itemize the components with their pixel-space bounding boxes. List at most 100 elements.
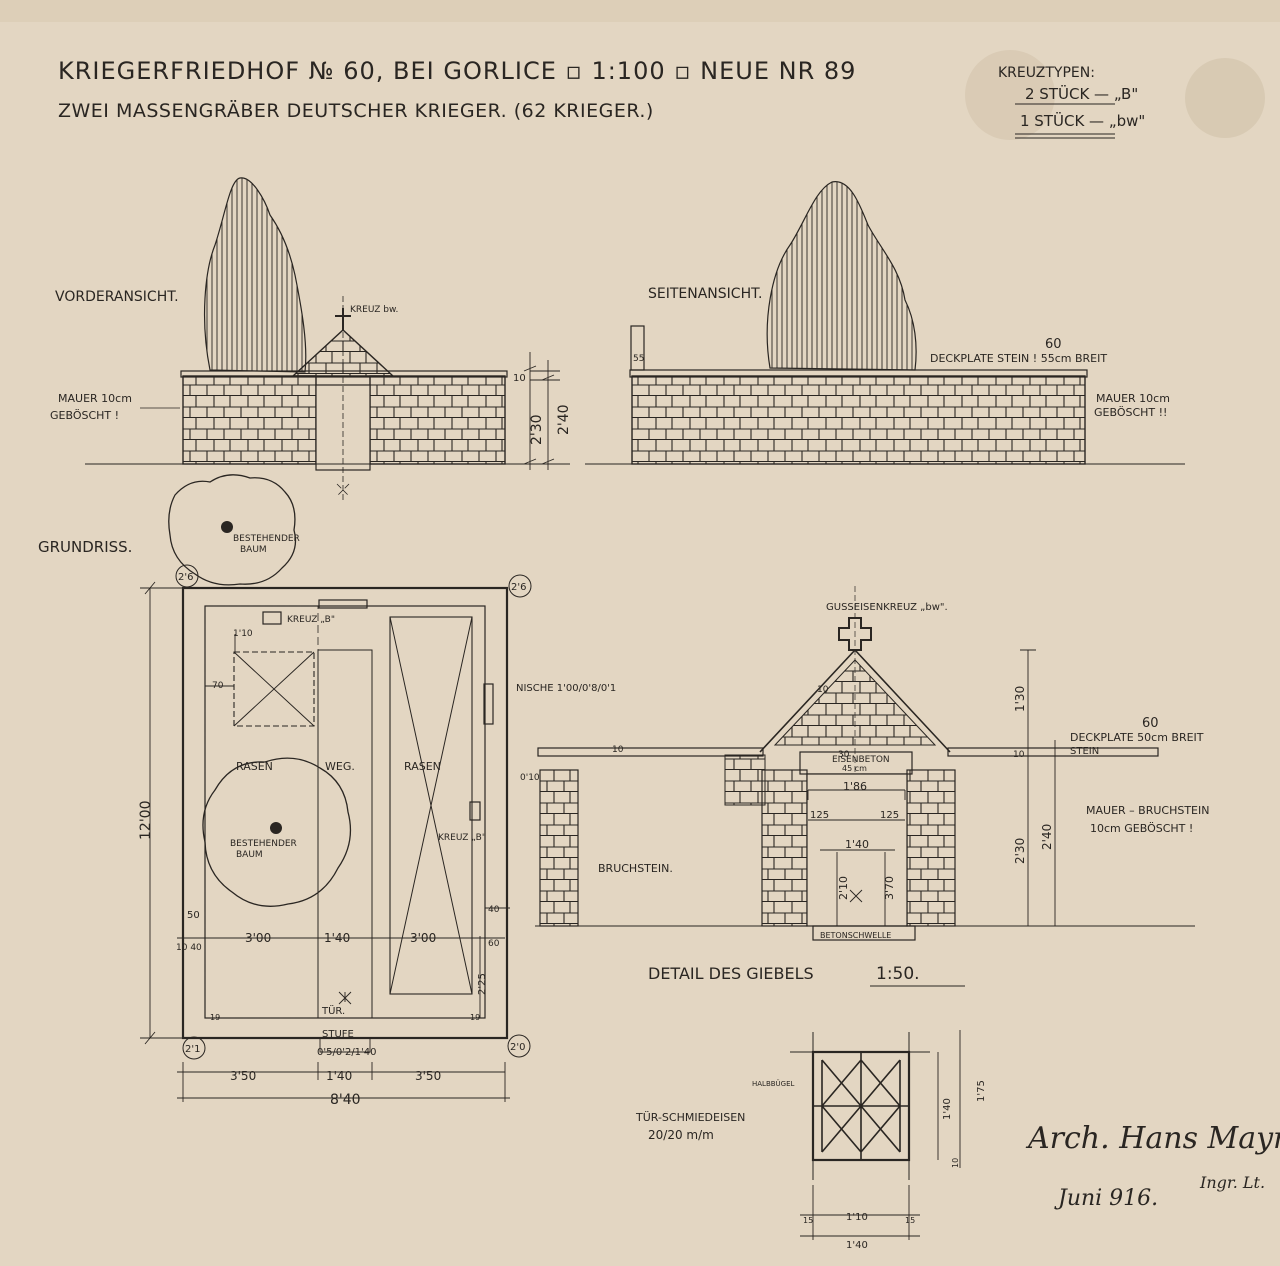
gable-roof xyxy=(759,648,951,753)
gate-dimension-lines xyxy=(800,1030,961,1240)
plan-tree-trunk-top xyxy=(221,521,233,533)
front-view-wall-left xyxy=(182,375,317,465)
plan-grave-left xyxy=(233,651,315,727)
gable-dim-210: 2'10 xyxy=(837,876,850,900)
side-view-wall-cap xyxy=(629,369,1088,378)
gate-bars xyxy=(813,1052,909,1160)
side-view-cap-note-2: DECKPLATE STEIN ! 55cm BREIT xyxy=(930,352,1107,365)
sheet-title: KRIEGERFRIEDHOF № 60, BEI GORLICE ▫ 1:10… xyxy=(58,57,856,85)
gate-hinge-label: HALBBÜGEL xyxy=(752,1079,795,1088)
front-view-wall-note-2: GEBÖSCHT ! xyxy=(50,409,119,422)
gate-dim-15b: 15 xyxy=(905,1216,915,1225)
side-view-dim-55: 55 xyxy=(633,354,644,364)
plan-niche-label: NISCHE 1'00/0'8/0'1 xyxy=(516,683,616,694)
plan-dim-70: 70 xyxy=(212,681,224,691)
gable-beam-label: EISENBETON xyxy=(832,755,890,765)
cross-types-note: KREUZTYPEN: 2 STÜCK — „B" 1 STÜCK — „bw" xyxy=(998,65,1145,139)
gable-sill-label: BETONSCHWELLE xyxy=(820,931,891,940)
plan-kreuz-b-right: KREUZ „B" xyxy=(438,833,486,843)
signature-block: Arch. Hans Mayr Ingr. Lt. Juni 916. xyxy=(1025,1121,1280,1211)
plan-dim-19b: 19 xyxy=(470,1013,480,1022)
plan-path-label: WEG. xyxy=(325,760,355,773)
gable-dim-10b: 10 xyxy=(817,685,829,695)
cross-types-line-2: 1 STÜCK — „bw" xyxy=(1020,111,1145,130)
ground-plan: GRUNDRISS. BESTEHENDER BAUM KREUZ „B" KR… xyxy=(38,474,616,1108)
plan-dim-300a: 3'00 xyxy=(245,931,271,945)
gable-dim-230: 2'30 xyxy=(1013,838,1027,864)
plan-path-lines xyxy=(317,649,373,1018)
side-view-tree xyxy=(766,181,917,371)
plan-grave-right-cross xyxy=(389,616,473,995)
plan-niche xyxy=(483,683,494,725)
plan-tree-label-2b: BAUM xyxy=(236,850,263,860)
gable-dim-370: 3'70 xyxy=(883,876,896,900)
cross-types-underline xyxy=(1015,103,1115,139)
plan-corner-br-marker xyxy=(507,1034,531,1058)
stain xyxy=(965,50,1055,140)
gate-posts xyxy=(790,1032,930,1180)
signature-rank: Ingr. Lt. xyxy=(1199,1173,1265,1192)
gate-detail: TÜR-SCHMIEDEISEN 20/20 m/m HALBBÜGEL 1'4… xyxy=(635,1030,987,1251)
plan-corner-tr-marker xyxy=(508,574,532,598)
plan-grave-right xyxy=(389,616,473,995)
plan-label: GRUNDRISS. xyxy=(38,538,132,556)
gable-dim-125a: 125 xyxy=(810,810,829,821)
plan-cross-b-right xyxy=(469,801,481,821)
side-view-gable-edge xyxy=(630,325,645,371)
gable-wall-note-1: MAUER – BRUCHSTEIN xyxy=(1086,804,1209,817)
gable-detail-title: DETAIL DES GIEBELS xyxy=(648,964,814,983)
gable-dim-240: 2'40 xyxy=(1040,824,1054,850)
front-view: VORDERANSICHT. KREUZ bw. MAUER 10cm GEBÖ… xyxy=(50,177,572,500)
gable-cap-note-1: 60 xyxy=(1142,716,1159,731)
gable-cap-note-2: DECKPLATE 50cm BREIT xyxy=(1070,731,1204,744)
gable-cap-left xyxy=(537,747,764,757)
side-view: SEITENANSICHT. 55 60 DECKPLATE STEIN ! 5… xyxy=(585,181,1185,465)
side-view-wall xyxy=(631,375,1086,465)
front-view-dim-a: 2'30 xyxy=(529,414,545,445)
plan-dim-110: 1'10 xyxy=(233,629,253,639)
cross-types-line-1: 2 STÜCK — „B" xyxy=(1025,84,1138,103)
gate-dim-10v: 10 xyxy=(951,1158,960,1168)
signature-date: Juni 916. xyxy=(1054,1186,1158,1211)
gable-roof-stones xyxy=(773,659,937,746)
side-view-wall-note-2: GEBÖSCHT !! xyxy=(1094,406,1167,419)
gate-label-1: TÜR-SCHMIEDEISEN xyxy=(635,1111,745,1124)
front-view-wall-note-1: MAUER 10cm xyxy=(58,392,132,405)
gable-cross xyxy=(838,617,872,651)
stain xyxy=(1185,58,1265,138)
front-view-tree xyxy=(203,177,307,373)
plan-cross-b-top xyxy=(262,611,282,625)
gable-pier-right xyxy=(906,769,956,927)
plan-top-cross-niche xyxy=(318,599,368,609)
gate-dim-175v: 1'75 xyxy=(976,1080,987,1102)
front-view-dim-top: 10 xyxy=(513,373,526,384)
gable-dim-010: 0'10 xyxy=(520,773,540,783)
gable-detail: GUSSEISENKREUZ „bw". 60 DECKPLATE 50cm B… xyxy=(520,586,1209,987)
side-view-cap-note-1: 60 xyxy=(1045,337,1062,352)
gable-dim-186: 1'86 xyxy=(843,780,867,793)
plan-tree-label-1a: BESTEHENDER xyxy=(233,534,300,544)
plan-dim-840: 8'40 xyxy=(330,1092,361,1108)
plan-step-dims: 0'5/0'2/1'40 xyxy=(317,1047,377,1058)
gate-dim-140h: 1'40 xyxy=(846,1240,868,1251)
plan-corner-bl-marker xyxy=(182,1036,206,1060)
plan-kreuz-b-top: KREUZ „B" xyxy=(287,615,335,625)
plan-door-label: TÜR. xyxy=(321,1004,345,1017)
plan-dim-40: 40 xyxy=(488,905,500,915)
plan-dim-350b: 3'50 xyxy=(415,1069,441,1083)
plan-tree-trunk-main xyxy=(270,822,282,834)
plan-grave-left-cross xyxy=(233,651,315,727)
front-view-axis xyxy=(336,296,350,500)
gable-dim-30: 30 xyxy=(838,750,850,760)
side-view-wall-note-1: MAUER 10cm xyxy=(1096,392,1170,405)
plan-outer-wall xyxy=(181,586,509,1040)
gate-dim-140v: 1'40 xyxy=(942,1098,953,1120)
plan-corner-bl: 2'1 xyxy=(185,1044,200,1055)
plan-step-label: STUFE xyxy=(322,1029,354,1040)
plan-tree-label-1b: BAUM xyxy=(240,545,267,555)
gable-dim-140: 1'40 xyxy=(845,838,869,851)
plan-dimension-lines xyxy=(140,581,510,1102)
front-view-dimension-lines xyxy=(515,352,570,470)
